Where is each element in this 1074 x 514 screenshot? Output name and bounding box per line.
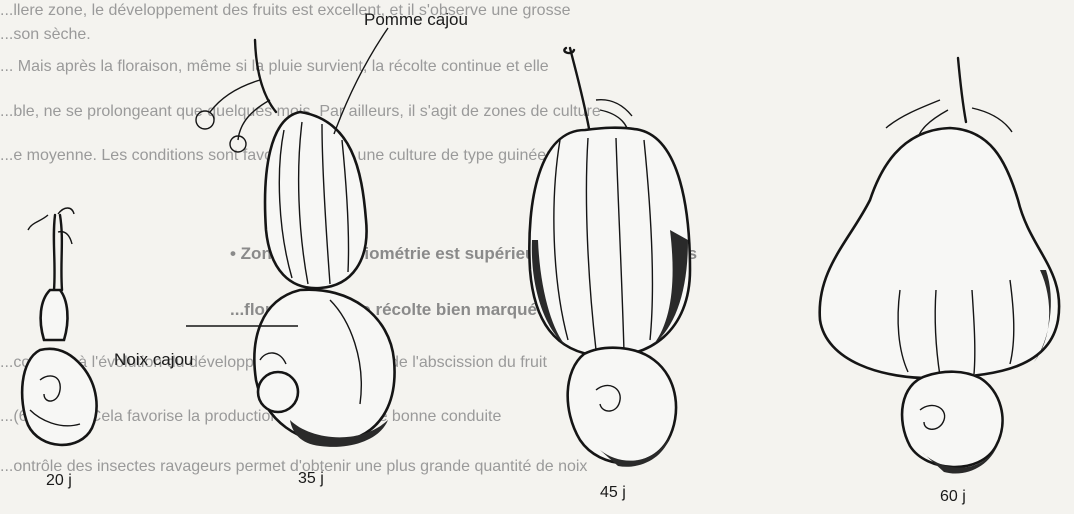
label-pomme-cajou: Pomme cajou — [364, 10, 468, 30]
stage-45-drawing — [529, 48, 690, 467]
stage-60-drawing — [820, 58, 1059, 474]
stage-35-drawing — [196, 40, 395, 447]
label-noix-cajou: Noix cajou — [114, 350, 193, 370]
stage-35-label: 35 j — [298, 470, 324, 488]
stage-45-label: 45 j — [600, 484, 626, 502]
stage-60-label: 60 j — [940, 488, 966, 506]
stage-20-label: 20 j — [46, 472, 72, 490]
stage-20-drawing — [22, 208, 96, 445]
pomme-leader-line — [334, 28, 388, 134]
